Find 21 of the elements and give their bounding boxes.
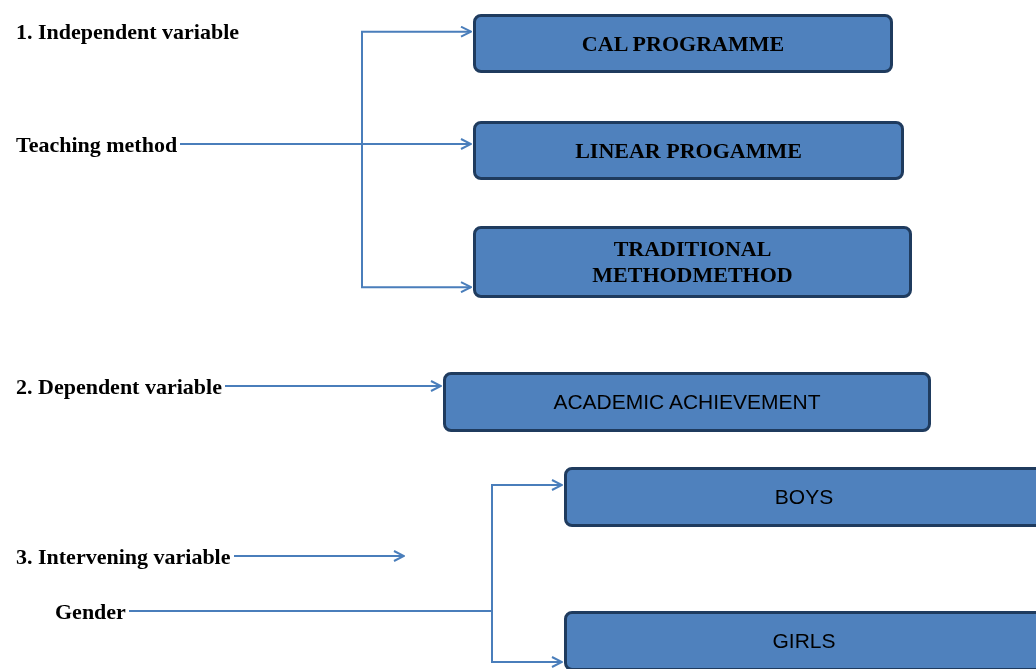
arrow <box>179 143 472 294</box>
process-box <box>564 611 1036 669</box>
box-text: GIRLS <box>772 628 836 655</box>
process-box <box>564 467 1036 527</box>
box-text: CAL PROGRAMME <box>581 30 785 57</box>
arrow <box>128 610 563 668</box>
heading-text: 1. Independent variable <box>16 18 240 46</box>
variable-label: 2. Dependent variable <box>16 372 222 400</box>
variable-label: Teaching method <box>16 130 178 158</box>
arrow <box>224 380 442 392</box>
box-text: TRADITIONAL METHODMETHOD <box>591 236 794 288</box>
box-text: BOYS <box>774 484 834 511</box>
box-text: LINEAR PROGAMME <box>575 137 802 164</box>
variable-label: 3. Intervening variable <box>16 542 231 570</box>
process-box <box>443 372 931 432</box>
variable-label: Gender <box>55 597 126 625</box>
box-text: ACADEMIC ACHIEVEMENT <box>553 389 821 416</box>
process-box <box>473 226 912 298</box>
process-box <box>473 14 893 73</box>
arrow <box>233 550 405 562</box>
process-box <box>473 121 904 180</box>
